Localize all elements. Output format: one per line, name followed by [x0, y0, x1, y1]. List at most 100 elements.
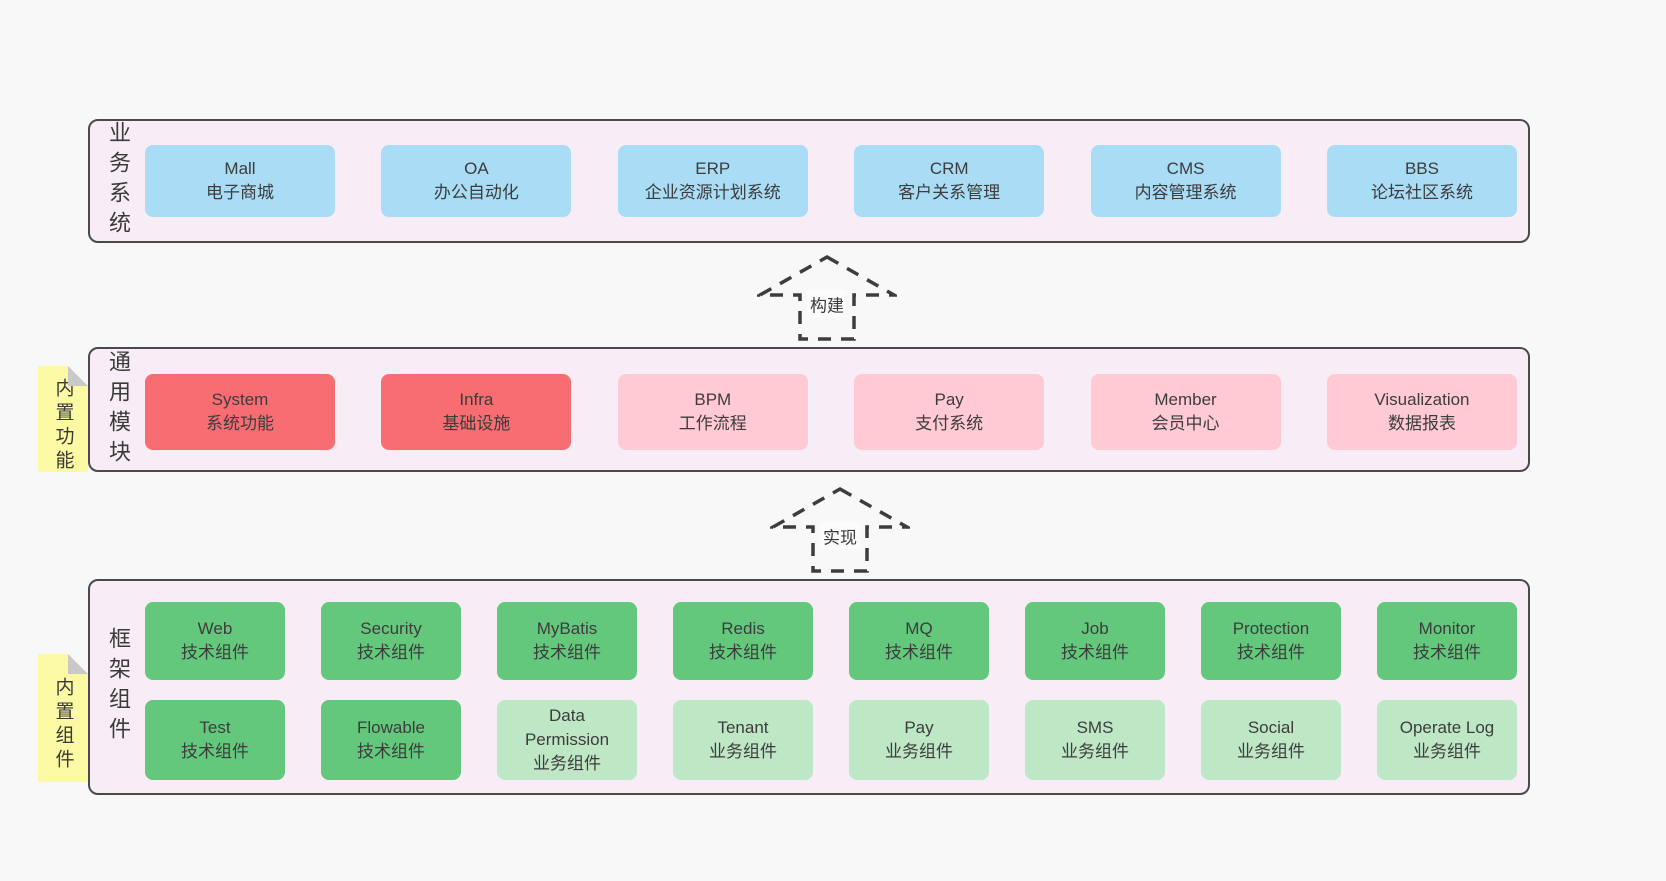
box-subtitle: 电子商城	[206, 183, 274, 202]
box-title: Redis	[721, 619, 765, 638]
framework-box-sms: SMS 业务组件	[1025, 700, 1165, 780]
box-subtitle: 工作流程	[678, 414, 747, 433]
box-title: Job	[1081, 619, 1109, 638]
business-box-oa: OA 办公自动化	[381, 145, 572, 217]
box-title: BPM	[694, 390, 732, 409]
business-systems-label: 业务系统	[106, 121, 131, 241]
box-subtitle: 业务组件	[1413, 742, 1481, 761]
box-title: Operate Log	[1399, 718, 1495, 737]
box-subtitle: 业务组件	[533, 754, 601, 773]
box-subtitle: 会员中心	[1151, 414, 1220, 433]
box-title: MyBatis	[536, 619, 598, 638]
box-subtitle: 技术组件	[533, 643, 601, 662]
business-box-crm: CRM 客户关系管理	[854, 145, 1045, 217]
box-title: Tenant	[717, 718, 769, 737]
framework-box-social: Social 业务组件	[1201, 700, 1341, 780]
build-arrow: 构建	[757, 254, 897, 342]
common-modules-label: 通用模块	[106, 349, 131, 470]
box-title: Visualization	[1374, 390, 1470, 409]
box-subtitle: 系统功能	[206, 414, 274, 433]
module-box-system: System 系统功能	[145, 374, 335, 450]
framework-box-security: Security 技术组件	[321, 602, 461, 680]
box-title: Mall	[224, 159, 256, 178]
box-title: Security	[360, 619, 422, 638]
box-subtitle: 客户关系管理	[898, 183, 1001, 202]
business-systems-panel: 业务系统 Mall 电子商城 OA 办公自动化 ERP 企业资源计划系统 CRM…	[88, 119, 1530, 243]
implement-arrow-label: 实现	[820, 522, 860, 550]
box-subtitle: 内容管理系统	[1134, 183, 1237, 202]
box-subtitle: 技术组件	[1413, 643, 1481, 662]
module-box-member: Member 会员中心	[1090, 374, 1281, 450]
framework-box-protection: Protection 技术组件	[1201, 602, 1341, 680]
box-title: SMS	[1076, 718, 1114, 737]
box-subtitle: 业务组件	[1237, 742, 1305, 761]
up-arrow-icon	[770, 486, 910, 573]
box-subtitle: 技术组件	[1237, 643, 1305, 662]
framework-row-1: Web 技术组件 Security 技术组件 MyBatis 技术组件 Redi…	[145, 602, 1517, 680]
up-arrow-icon	[757, 254, 897, 341]
box-title: System	[211, 390, 269, 409]
module-box-bpm: BPM 工作流程	[617, 374, 808, 450]
framework-box-job: Job 技术组件	[1025, 602, 1165, 680]
framework-box-mq: MQ 技术组件	[849, 602, 989, 680]
box-title: CRM	[929, 159, 969, 178]
box-title: Member	[1154, 390, 1217, 409]
box-subtitle: 业务组件	[885, 742, 953, 761]
box-subtitle: 办公自动化	[433, 183, 519, 202]
box-title: Pay	[904, 718, 934, 737]
business-box-erp: ERP 企业资源计划系统	[617, 145, 808, 217]
box-subtitle: 业务组件	[1061, 742, 1129, 761]
business-box-bbs: BBS 论坛社区系统	[1326, 145, 1517, 217]
box-subtitle: 业务组件	[709, 742, 777, 761]
framework-row-2: Test 技术组件 Flowable 技术组件 Data Permission …	[145, 700, 1517, 780]
sticky-fold-corner	[68, 654, 88, 674]
framework-box-monitor: Monitor 技术组件	[1377, 602, 1517, 680]
box-title: BBS	[1404, 159, 1439, 178]
framework-box-web: Web 技术组件	[145, 602, 285, 680]
box-title: ERP	[695, 159, 731, 178]
common-modules-panel: 通用模块 System 系统功能 Infra 基础设施 BPM 工作流程 Pay…	[88, 347, 1530, 472]
box-title: Pay	[934, 390, 964, 409]
box-subtitle: 技术组件	[357, 742, 425, 761]
box-subtitle: 企业资源计划系统	[644, 183, 781, 202]
sticky-note-label: 内置组件	[52, 677, 74, 773]
box-title: OA	[464, 159, 489, 178]
framework-box-pay: Pay 业务组件	[849, 700, 989, 780]
framework-box-tenant: Tenant 业务组件	[673, 700, 813, 780]
framework-box-test: Test 技术组件	[145, 700, 285, 780]
box-subtitle: 论坛社区系统	[1370, 183, 1473, 202]
box-subtitle: 技术组件	[357, 643, 425, 662]
box-title: CMS	[1166, 159, 1205, 178]
framework-box-mybatis: MyBatis 技术组件	[497, 602, 637, 680]
sticky-note-label: 内置功能	[52, 378, 74, 474]
box-subtitle: 支付系统	[915, 414, 984, 433]
box-title: Test	[199, 718, 231, 737]
module-box-visualization: Visualization 数据报表	[1326, 374, 1517, 450]
box-subtitle: 技术组件	[1061, 643, 1129, 662]
implement-arrow: 实现	[770, 486, 910, 574]
box-subtitle: 数据报表	[1387, 414, 1456, 433]
box-title: Data Permission	[524, 706, 610, 749]
box-title: Monitor	[1418, 619, 1476, 638]
box-title: Flowable	[356, 718, 426, 737]
built-in-components-sticky-note: 内置组件	[38, 654, 88, 782]
framework-box-redis: Redis 技术组件	[673, 602, 813, 680]
box-title: Web	[197, 619, 233, 638]
module-box-infra: Infra 基础设施	[381, 374, 572, 450]
framework-components-label: 框架组件	[106, 627, 131, 747]
framework-box-flowable: Flowable 技术组件	[321, 700, 461, 780]
framework-components-panel: 框架组件 Web 技术组件 Security 技术组件 MyBatis 技术组件…	[88, 579, 1530, 795]
business-box-mall: Mall 电子商城	[145, 145, 335, 217]
box-title: MQ	[905, 619, 933, 638]
box-subtitle: 基础设施	[442, 414, 511, 433]
box-title: Social	[1247, 718, 1295, 737]
business-box-cms: CMS 内容管理系统	[1090, 145, 1281, 217]
box-title: Infra	[459, 390, 494, 409]
box-subtitle: 技术组件	[181, 742, 249, 761]
build-arrow-label: 构建	[807, 290, 847, 318]
module-box-pay: Pay 支付系统	[854, 374, 1045, 450]
box-subtitle: 技术组件	[885, 643, 953, 662]
box-subtitle: 技术组件	[709, 643, 777, 662]
common-modules-row: System 系统功能 Infra 基础设施 BPM 工作流程 Pay 支付系统…	[145, 374, 1517, 450]
business-systems-row: Mall 电子商城 OA 办公自动化 ERP 企业资源计划系统 CRM 客户关系…	[145, 145, 1517, 217]
